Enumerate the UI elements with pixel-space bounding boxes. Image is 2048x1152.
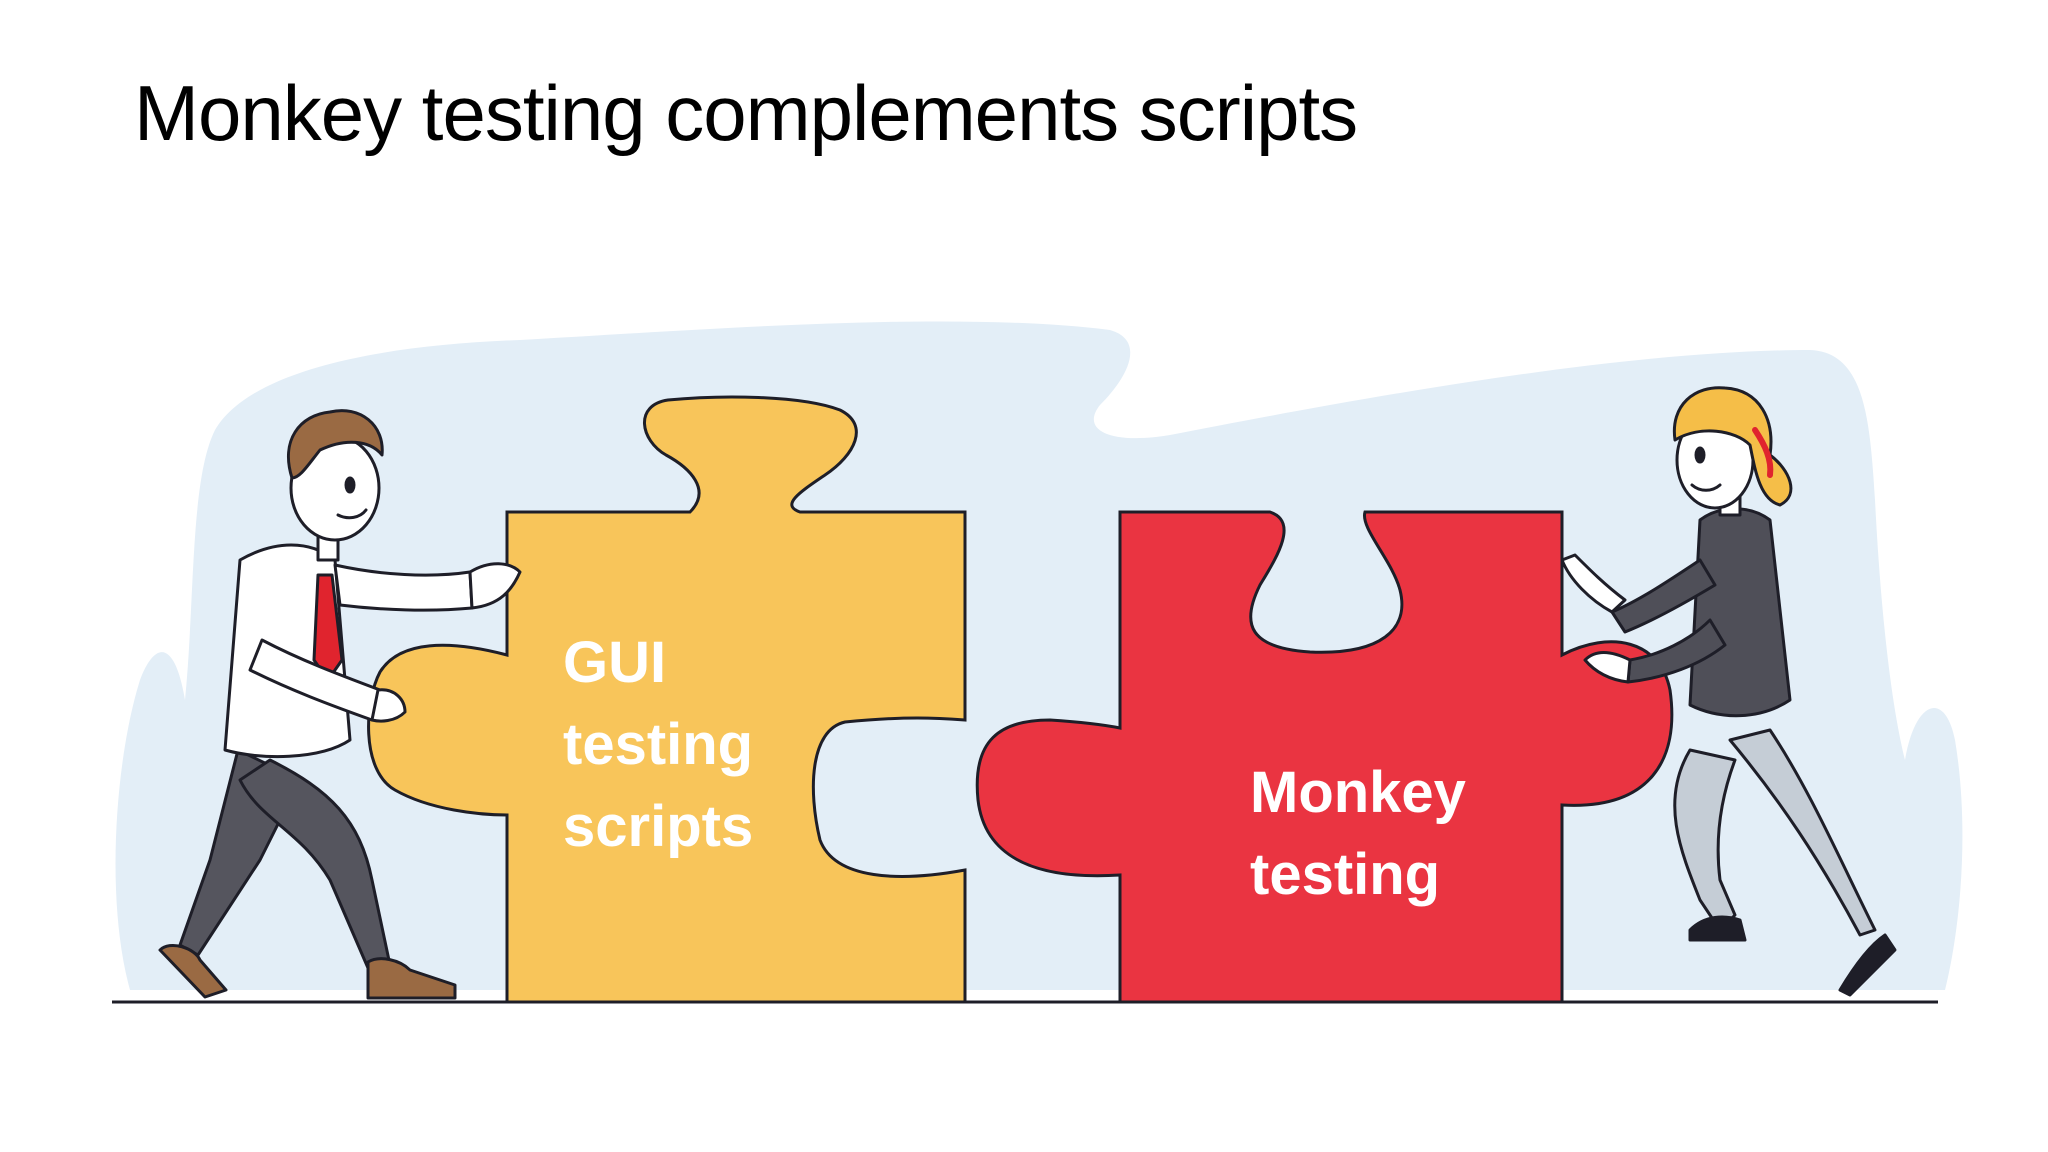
left-piece-label: GUI testing scripts [563,630,769,859]
man-pushing-illustration [158,409,522,1000]
left-piece-label-line-2: testing [563,712,753,777]
left-piece-label-line-1: GUI [563,630,666,695]
right-piece-label-line-1: Monkey [1250,760,1466,825]
left-piece-label-line-3: scripts [563,794,753,859]
woman-pushing-illustration [1560,386,1897,997]
right-piece-label-line-2: testing [1250,842,1440,907]
left-puzzle-piece[interactable] [367,395,967,1004]
slide-title: Monkey testing complements scripts [134,69,1358,157]
right-piece-label: Monkey testing [1250,760,1482,907]
